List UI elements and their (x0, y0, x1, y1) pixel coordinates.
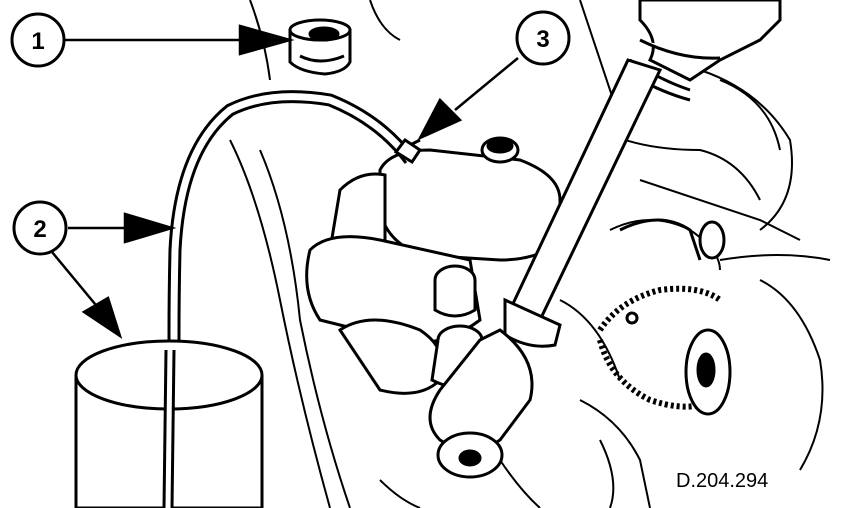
wrench-illustration (428, 58, 663, 479)
callout-2: 2 (12, 200, 68, 256)
background-parts (229, 0, 831, 508)
svg-text:2: 2 (33, 216, 46, 243)
callout-3: 3 (515, 10, 571, 66)
dust-cap-illustration (288, 18, 352, 76)
callout-leaders (51, 24, 519, 340)
diagram-reference-code: D.204.294 (676, 470, 768, 492)
brake-disc-illustration (597, 218, 732, 416)
svg-text:3: 3 (536, 26, 549, 53)
catch-container-illustration (74, 339, 264, 508)
callout-1: 1 (10, 12, 66, 68)
svg-text:1: 1 (31, 28, 44, 55)
